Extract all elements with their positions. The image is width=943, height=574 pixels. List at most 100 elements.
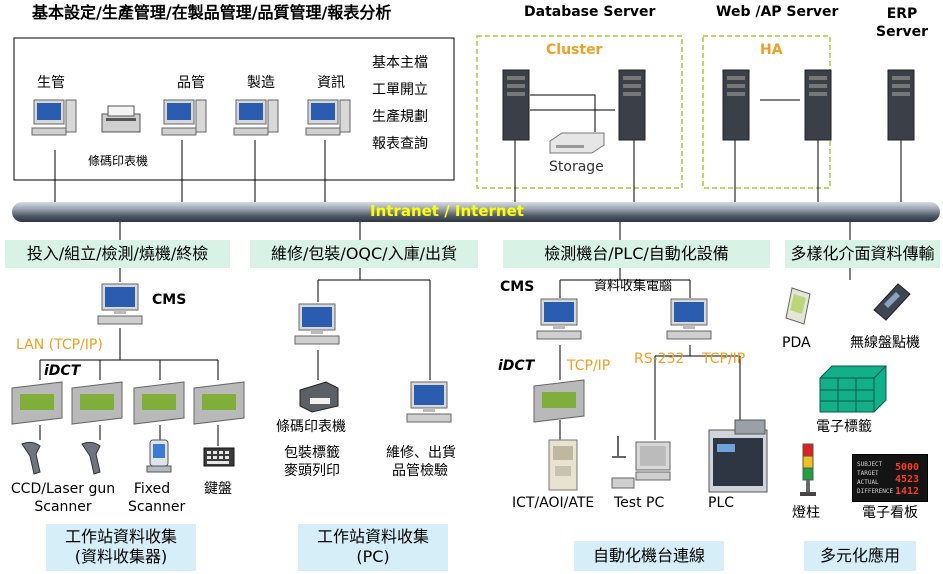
s4-etag-label: 電子標籤 xyxy=(816,419,872,435)
band-section-1-label: 投入/組立/檢測/燒機/終檢 xyxy=(26,244,209,263)
db-server-icon xyxy=(502,69,530,141)
band-section-2-label: 維修/包裝/OQC/入庫/出貨 xyxy=(271,244,457,263)
s3-testpc-label: Test PC xyxy=(614,495,665,511)
cms-pc-icon xyxy=(97,283,143,325)
idct-terminal-icon xyxy=(133,381,185,425)
barcode-printer-icon xyxy=(101,105,141,133)
office-printer-label: 條碼印表機 xyxy=(88,154,149,168)
pda-icon xyxy=(785,287,811,325)
signal-tower-icon xyxy=(800,443,816,496)
s4-lamp-label: 燈柱 xyxy=(792,505,820,521)
s2-caption-line1: 工作站資料收集 xyxy=(316,527,429,546)
electronic-tag-rack-icon xyxy=(819,365,887,413)
s1-scanner-label: CCD/Laser gun Scanner xyxy=(10,481,116,515)
db-server-icon xyxy=(618,69,646,141)
s1-idct-label: iDCT xyxy=(44,363,81,379)
database-server-label: Database Server xyxy=(524,4,656,20)
header-title: 基本設定/生產管理/在製品管理/品質管理/報表分析 xyxy=(32,3,392,22)
plc-icon xyxy=(708,419,768,493)
function-work-order: 工單開立 xyxy=(372,82,428,98)
desktop-pc-icon xyxy=(161,99,207,136)
function-planning: 生產規劃 xyxy=(372,109,428,125)
backbone-pipe xyxy=(12,202,940,222)
barcode-scanner-icon xyxy=(21,441,41,475)
s3-caption: 自動化機台連線 xyxy=(574,541,724,571)
s3-ict-label: ICT/AOI/ATE xyxy=(512,495,595,511)
desktop-pc-icon xyxy=(305,99,351,136)
s4-wireless-label: 無線盤點機 xyxy=(850,335,920,351)
s3-tcpip-label: TCP/IP xyxy=(567,358,611,374)
erp-server-icon xyxy=(887,69,915,141)
s2-printer-sub-1: 包裝標籤 xyxy=(284,445,340,461)
fixed-scanner-icon xyxy=(146,439,172,473)
s1-lan-label: LAN (TCP/IP) xyxy=(16,337,103,353)
storage-icon xyxy=(549,132,605,154)
pc-label-production: 生管 xyxy=(37,75,65,91)
storage-label: Storage xyxy=(549,159,604,175)
e-board-label-target: TARGET xyxy=(857,470,879,477)
s1-caption-line1: 工作站資料收集 xyxy=(64,527,177,546)
keyboard-icon xyxy=(203,447,235,467)
e-board-label-difference: DIFFERENCE xyxy=(857,488,894,495)
s1-caption-line2: (資料收集器) xyxy=(74,547,168,566)
cluster-box xyxy=(476,35,683,189)
office-box xyxy=(13,37,455,181)
web-server-icon xyxy=(804,69,832,141)
cluster-label: Cluster xyxy=(546,42,603,58)
ha-label: HA xyxy=(760,42,783,58)
s4-board-label: 電子看板 xyxy=(862,505,918,521)
band-section-3: 檢測機台/PLC/自動化設備 xyxy=(503,240,770,268)
test-machine-icon xyxy=(548,439,578,491)
s1-fixed-scanner-label: Fixed Scanner xyxy=(128,481,186,515)
e-board-value-actual: 4523 xyxy=(895,474,920,485)
desktop-pc-icon xyxy=(233,99,279,136)
s1-caption: 工作站資料收集 (資料收集器) xyxy=(46,524,196,571)
s2-station-line-1: 維修、出貨 xyxy=(386,445,456,461)
e-board-label-subject: SUBJECT xyxy=(857,461,883,468)
e-board-display: SUBJECT TARGET ACTUAL DIFFERENCE 5000 45… xyxy=(852,454,928,502)
idct-terminal-icon xyxy=(71,381,123,425)
s2-printer-label: 條碼印表機 xyxy=(276,419,346,435)
desktop-pc-icon xyxy=(31,99,77,136)
collector-pc-icon xyxy=(666,298,712,340)
s1-cms-label: CMS xyxy=(152,292,187,308)
band-section-1: 投入/組立/檢測/燒機/終檢 xyxy=(5,240,230,268)
workstation-pc-icon xyxy=(294,303,340,345)
s3-collector-pc-label: 資料收集電腦 xyxy=(594,279,673,294)
idct-terminal-icon xyxy=(533,379,585,423)
pc-label-quality: 品管 xyxy=(177,75,205,91)
idct-terminal-icon xyxy=(193,381,245,425)
s3-idct-label: iDCT xyxy=(498,358,535,374)
pc-label-it: 資訊 xyxy=(317,75,345,91)
function-reports: 報表查詢 xyxy=(372,136,428,152)
pc-label-manufacturing: 製造 xyxy=(247,75,275,91)
cms-pc-icon xyxy=(536,298,582,340)
band-section-2: 維修/包裝/OQC/入庫/出貨 xyxy=(250,240,478,268)
band-section-4-label: 多樣化介面資料傳輸 xyxy=(790,244,935,263)
backbone-label: Intranet / Internet xyxy=(370,202,524,220)
wireless-scanner-icon xyxy=(873,283,911,321)
web-ap-server-label: Web /AP Server xyxy=(716,4,839,20)
s3-cms-label: CMS xyxy=(500,279,535,295)
s2-caption: 工作站資料收集 (PC) xyxy=(298,524,448,571)
e-board-labels: SUBJECT TARGET ACTUAL DIFFERENCE xyxy=(857,460,893,496)
band-section-3-label: 檢測機台/PLC/自動化設備 xyxy=(544,244,729,263)
erp-server-label: ERP Server xyxy=(876,6,929,40)
barcode-printer-icon xyxy=(299,381,339,413)
s3-rs232-label: RS-232 xyxy=(634,351,685,367)
s3-plc-label: PLC xyxy=(708,495,735,511)
s2-printer-sub-2: 麥頭列印 xyxy=(284,463,340,479)
barcode-scanner-icon xyxy=(81,441,101,475)
web-server-icon xyxy=(722,69,750,141)
s3-tcpip2-label: TCP/IP xyxy=(702,351,746,367)
s2-station-line-2: 品管檢驗 xyxy=(392,463,448,479)
e-board-values: 5000 4523 1412 xyxy=(895,462,919,498)
s4-caption: 多元化應用 xyxy=(804,541,916,571)
e-board-value-difference: 1412 xyxy=(895,486,920,497)
function-master-data: 基本主檔 xyxy=(372,55,428,71)
idct-terminal-icon xyxy=(11,381,63,425)
e-board-label-actual: ACTUAL xyxy=(857,479,879,486)
e-board-value-target: 5000 xyxy=(895,462,920,473)
s2-caption-line2: (PC) xyxy=(356,547,390,566)
